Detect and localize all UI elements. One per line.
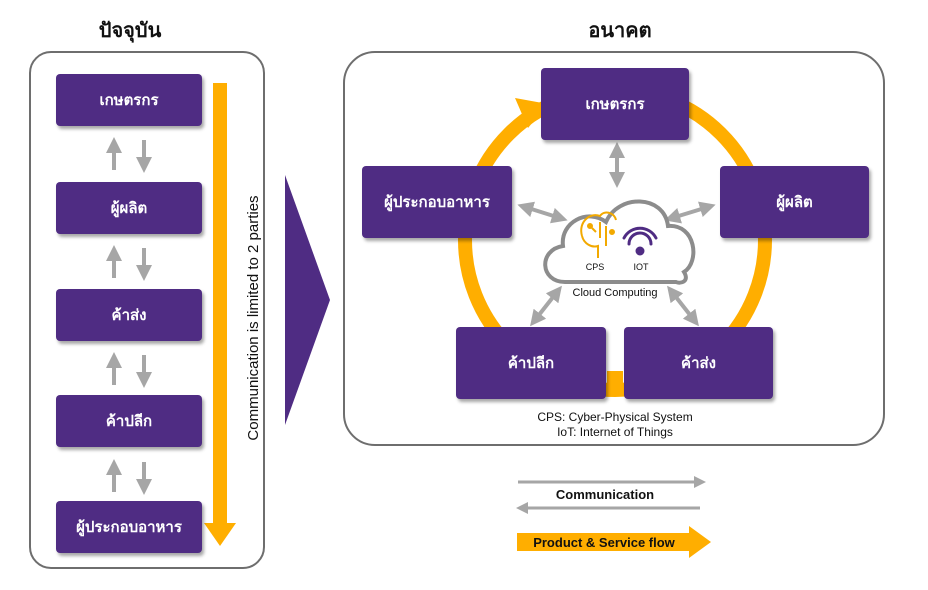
- legend-flow-arrow: [517, 526, 711, 558]
- legend-flow-label: Product & Service flow: [533, 535, 675, 550]
- current-title: ปัจจุบัน: [98, 18, 162, 42]
- iot-label: IOT: [633, 262, 649, 272]
- future-title: อนาคต: [588, 18, 652, 42]
- current-box-retail: ค้าปลีก: [56, 395, 202, 447]
- communication-limit-label: Communication is limited to 2 parties: [245, 195, 262, 441]
- future-node-farmer: เกษตรกร: [541, 68, 689, 140]
- current-box-farmer: เกษตรกร: [56, 74, 202, 126]
- future-node-food-operator: ผู้ประกอบอาหาร: [362, 166, 512, 238]
- future-node-retail: ค้าปลีก: [456, 327, 606, 399]
- legend-communication-label: Communication: [555, 487, 655, 502]
- cps-chip-icon: [580, 211, 617, 258]
- current-box-producer: ผู้ผลิต: [56, 182, 202, 234]
- current-box-wholesale: ค้าส่ง: [56, 289, 202, 341]
- iot-note: IoT: Internet of Things: [557, 425, 673, 439]
- future-node-wholesale: ค้าส่ง: [624, 327, 773, 399]
- cloud-computing-label: Cloud Computing: [572, 287, 658, 299]
- wifi-icon: [622, 226, 658, 256]
- transition-triangle: [285, 175, 330, 425]
- future-node-producer: ผู้ผลิต: [720, 166, 869, 238]
- legend-communication-arrows: [516, 476, 706, 514]
- cloud-icon: [543, 199, 696, 285]
- retail-wholesale-link: [607, 371, 623, 387]
- left-comm-arrows: [106, 137, 152, 495]
- cps-note: CPS: Cyber-Physical System: [537, 410, 693, 424]
- future-comm-arrows: [517, 142, 716, 327]
- left-flow-arrow: [204, 83, 236, 546]
- current-box-food-operator: ผู้ประกอบอาหาร: [56, 501, 202, 553]
- cps-label: CPS: [585, 262, 605, 272]
